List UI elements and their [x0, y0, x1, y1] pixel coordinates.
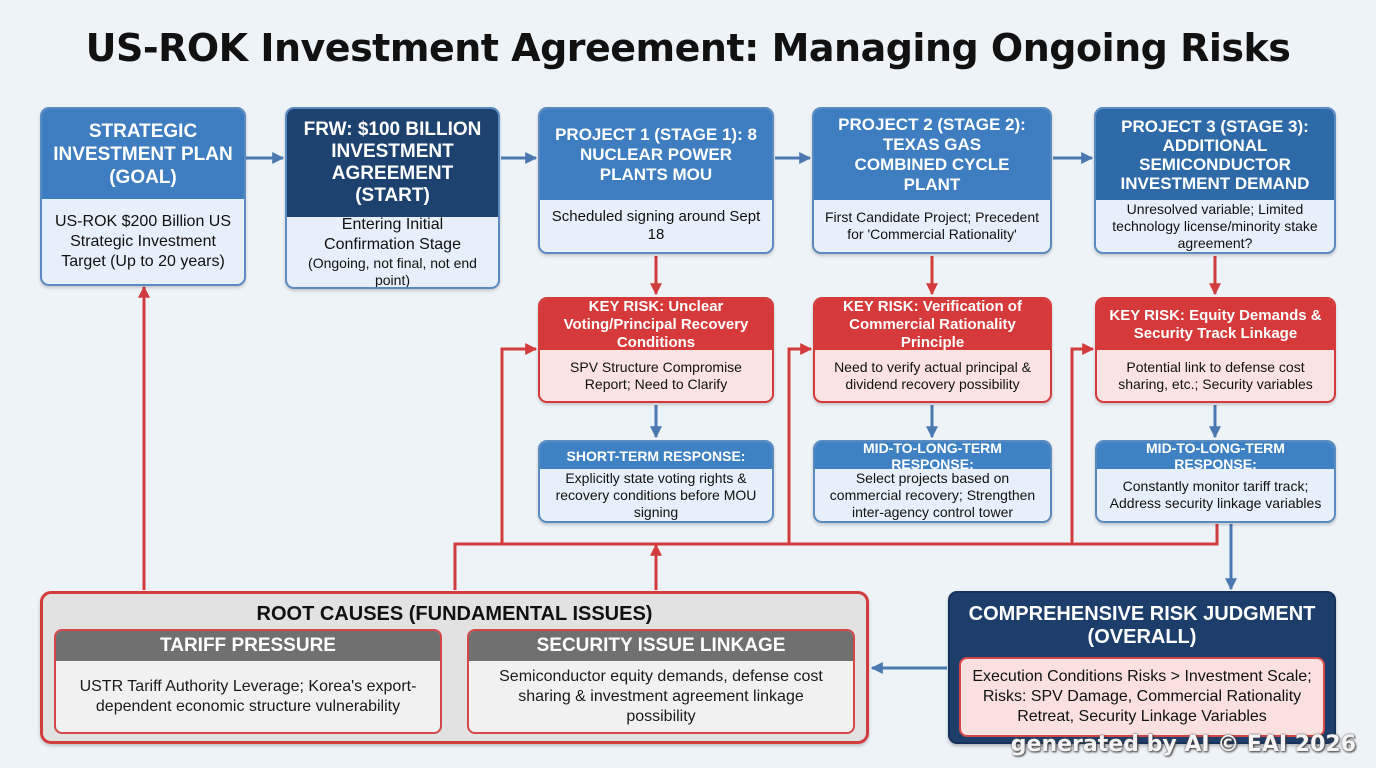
overall-judgment-box: COMPREHENSIVE RISK JUDGMENT (OVERALL) Ex…	[948, 591, 1336, 744]
security-linkage-heading: SECURITY ISSUE LINKAGE	[469, 631, 853, 661]
response2-box: MID-TO-LONG-TERM RESPONSE: Select projec…	[813, 440, 1052, 523]
root-causes-title: ROOT CAUSES (FUNDAMENTAL ISSUES)	[256, 603, 653, 625]
response1-body: Explicitly state voting rights & recover…	[555, 469, 757, 520]
overall-judgment-body: Execution Conditions Risks > Investment …	[959, 657, 1325, 737]
security-linkage-body: Semiconductor equity demands, defense co…	[499, 667, 823, 725]
project3-body: Unresolved variable; Limited technology …	[1112, 200, 1318, 251]
project2-heading: PROJECT 2 (STAGE 2): TEXAS GAS COMBINED …	[814, 109, 1050, 200]
frw-agreement-body: Entering Initial Confirmation Stage	[324, 216, 461, 253]
risk3-box: KEY RISK: Equity Demands & Security Trac…	[1095, 297, 1336, 403]
response1-box: SHORT-TERM RESPONSE: Explicitly state vo…	[538, 440, 774, 523]
tariff-pressure-heading: TARIFF PRESSURE	[56, 631, 440, 661]
project1-box: PROJECT 1 (STAGE 1): 8 NUCLEAR POWER PLA…	[538, 107, 774, 254]
response1-heading: SHORT-TERM RESPONSE:	[540, 442, 772, 469]
risk1-box: KEY RISK: Unclear Voting/Principal Recov…	[538, 297, 774, 403]
project1-body: Scheduled signing around Sept 18	[551, 208, 761, 243]
risk2-heading: KEY RISK: Verification of Commercial Rat…	[815, 299, 1050, 351]
risk1-heading: KEY RISK: Unclear Voting/Principal Recov…	[540, 299, 772, 351]
response3-box: MID-TO-LONG-TERM RESPONSE: Constantly mo…	[1095, 440, 1336, 523]
root-causes-box: ROOT CAUSES (FUNDAMENTAL ISSUES) TARIFF …	[40, 591, 869, 744]
response3-body: Constantly monitor tariff track; Address…	[1109, 478, 1322, 511]
line-root-to-risks	[453, 524, 1219, 590]
risk1-body: SPV Structure Compromise Report; Need to…	[570, 358, 742, 392]
overall-judgment-title: COMPREHENSIVE RISK JUDGMENT (OVERALL)	[968, 603, 1316, 648]
risk3-body: Potential link to defense cost sharing, …	[1118, 358, 1313, 392]
tariff-pressure-body: USTR Tariff Authority Leverage; Korea's …	[79, 677, 417, 715]
watermark: generated by AI © EAI 2026	[1010, 732, 1356, 757]
response2-body: Select projects based on commercial reco…	[829, 469, 1036, 520]
risk2-box: KEY RISK: Verification of Commercial Rat…	[813, 297, 1052, 403]
response2-heading: MID-TO-LONG-TERM RESPONSE:	[815, 442, 1050, 472]
security-linkage-box: SECURITY ISSUE LINKAGE Semiconductor equ…	[467, 629, 855, 734]
tariff-pressure-box: TARIFF PRESSURE USTR Tariff Authority Le…	[54, 629, 442, 734]
strategic-goal-body: US-ROK $200 Billion US Strategic Investm…	[54, 212, 232, 270]
response3-heading: MID-TO-LONG-TERM RESPONSE:	[1097, 442, 1334, 472]
arrow-feed-risk1	[500, 343, 538, 544]
project3-box: PROJECT 3 (STAGE 3): ADDITIONAL SEMICOND…	[1094, 107, 1336, 254]
frw-agreement-note: (Ongoing, not final, not end point)	[308, 255, 477, 288]
page-title: US-ROK Investment Agreement: Managing On…	[85, 26, 1291, 70]
frw-agreement-box: FRW: $100 BILLION INVESTMENT AGREEMENT (…	[285, 107, 500, 289]
project2-body: First Candidate Project; Precedent for '…	[825, 209, 1039, 242]
frw-agreement-heading: FRW: $100 BILLION INVESTMENT AGREEMENT (…	[287, 109, 498, 217]
project3-heading: PROJECT 3 (STAGE 3): ADDITIONAL SEMICOND…	[1096, 109, 1334, 200]
project2-box: PROJECT 2 (STAGE 2): TEXAS GAS COMBINED …	[812, 107, 1052, 254]
risk2-body: Need to verify actual principal & divide…	[834, 358, 1031, 392]
strategic-goal-heading: STRATEGIC INVESTMENT PLAN (GOAL)	[42, 109, 244, 199]
risk3-heading: KEY RISK: Equity Demands & Security Trac…	[1097, 299, 1334, 350]
project1-heading: PROJECT 1 (STAGE 1): 8 NUCLEAR POWER PLA…	[540, 109, 772, 200]
arrow-feed-risk3	[1070, 343, 1095, 544]
arrow-feed-risk2	[787, 343, 813, 544]
strategic-goal-box: STRATEGIC INVESTMENT PLAN (GOAL) US-ROK …	[40, 107, 246, 286]
